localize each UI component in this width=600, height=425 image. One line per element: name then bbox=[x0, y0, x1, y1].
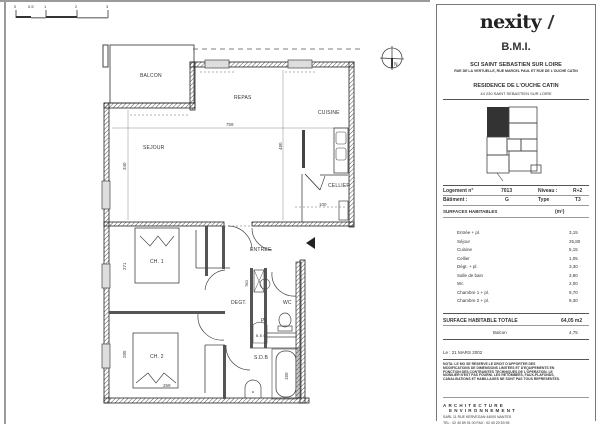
dimension-tbd: TBD bbox=[245, 280, 249, 287]
page-edge bbox=[4, 0, 6, 424]
sci-name: SCI SAINT SEBASTIEN SUR LOIRE bbox=[470, 62, 562, 68]
residence-address: 44 230 SAINT SEBASTIEN SUR LOIRE bbox=[480, 91, 552, 96]
room-label-cuisine: CUISINE bbox=[318, 110, 340, 116]
dimension-repas-height: 480 bbox=[278, 142, 283, 150]
room-label-repas: REPAS bbox=[234, 95, 252, 101]
plan-drawing bbox=[101, 44, 360, 404]
surfaces-title: SURFACES HABITABLES bbox=[443, 209, 498, 214]
room-label-sdb: S.D.B bbox=[254, 355, 269, 361]
divider bbox=[443, 217, 589, 218]
room-label-degt: DEGT. bbox=[231, 300, 247, 306]
nexity-logo: nexity bbox=[437, 11, 595, 33]
balcon-label: Balcon bbox=[493, 330, 507, 335]
floor-plan: 0 0.5 1 2 3 bbox=[14, 4, 404, 404]
batiment-label: Bâtiment : bbox=[443, 197, 468, 203]
room-area-row: Chambre 2 + pl.9,30 bbox=[457, 298, 578, 303]
divider bbox=[443, 185, 589, 186]
batiment-value: G bbox=[505, 197, 509, 203]
scale-tick: 1 bbox=[44, 4, 47, 9]
sci-address: RUE DE LA VERTUELLE, RUE MARCEL PAUL ET … bbox=[454, 69, 578, 73]
dimension-bath-length: 160 bbox=[284, 372, 289, 380]
room-area-row: Chambre 1 + pl.9,70 bbox=[457, 289, 578, 295]
compass-label: N bbox=[394, 62, 398, 68]
scale-tick: 0.5 bbox=[28, 4, 34, 9]
room-area-row: Entrée + pl.3,15 bbox=[457, 230, 578, 235]
dimension-ch2-width: 259 bbox=[163, 383, 171, 388]
type-label: Type bbox=[538, 197, 550, 203]
room-label-sejour: SEJOUR bbox=[143, 145, 165, 151]
logement-label: Logement n° bbox=[443, 188, 474, 194]
residence-name: RESIDENCE DE L'OUCHE CATIN bbox=[473, 83, 559, 89]
niveau-label: Niveau : bbox=[538, 188, 558, 194]
scale-bar-graphic bbox=[15, 10, 109, 19]
scale-tick: 3 bbox=[106, 4, 109, 9]
total-value: 64,05 m2 bbox=[561, 318, 583, 324]
room-area-row: Dégt. + pl.3,30 bbox=[457, 264, 578, 269]
divider bbox=[443, 99, 589, 100]
unit-info: Logement n° 7013 Niveau : R+2 Bâtiment :… bbox=[443, 187, 589, 205]
total-label: SURFACE HABITABLE TOTALE bbox=[443, 318, 518, 324]
scale-tick: 2 bbox=[75, 4, 78, 9]
divider bbox=[443, 195, 589, 196]
divider bbox=[443, 339, 589, 340]
entrance-arrow-icon bbox=[306, 237, 315, 249]
divider bbox=[443, 397, 589, 398]
niveau-value: R+2 bbox=[573, 188, 583, 194]
dimension-sejour-width: 759 bbox=[226, 122, 234, 127]
architect-name-line1: ARCHITECTURE bbox=[443, 403, 505, 408]
checkmark-icon bbox=[539, 15, 555, 29]
company-name: B.M.I. bbox=[501, 41, 531, 53]
balcon-value: 4,75 bbox=[569, 330, 578, 335]
room-label-wc: WC bbox=[283, 300, 292, 306]
legal-note: NOTA: LE MO SE RESERVE LE DROIT D'APPORT… bbox=[443, 362, 560, 382]
date: Le : 21 MARS 2002 bbox=[443, 350, 483, 355]
room-label-pl: PL bbox=[261, 318, 268, 324]
dimension-sejour-height: 340 bbox=[122, 162, 127, 170]
page-edge bbox=[0, 0, 430, 2]
room-label-entree: ENTREE bbox=[250, 247, 272, 253]
logement-value: 7013 bbox=[501, 188, 513, 194]
type-value: T3 bbox=[575, 197, 581, 203]
dimension-ch1-height: 271 bbox=[122, 262, 127, 270]
architect-phone: TEL : 02 40 89 91 00 FAX : 02 40 20 53 9… bbox=[443, 421, 510, 425]
logo-text: nexity bbox=[479, 11, 542, 33]
room-label-ch2: CH. 2 bbox=[150, 354, 164, 360]
divider bbox=[443, 359, 589, 360]
architect-address: SARL 11 RUE KERVEGAN 44000 NANTES bbox=[443, 415, 512, 419]
room-label-ch1: CH. 1 bbox=[150, 259, 164, 265]
room-label-cellier: CELLIER bbox=[328, 183, 351, 189]
scale-tick: 0 bbox=[14, 4, 17, 9]
divider bbox=[443, 325, 589, 326]
scale-bar: 0 0.5 1 2 3 bbox=[14, 4, 114, 20]
room-label-bec: B.E.C bbox=[256, 334, 267, 338]
room-label-balcon: BALCON bbox=[140, 73, 162, 79]
dimension-ch2-height: 285 bbox=[122, 350, 127, 358]
title-block: nexity B.M.I. SCI SAINT SEBASTIEN SUR LO… bbox=[436, 4, 596, 425]
dimension-cellier-width: 100 bbox=[319, 202, 327, 207]
architect-name-line2: ENVIRONNEMENT bbox=[449, 408, 518, 413]
surfaces-unit: (m²) bbox=[555, 209, 565, 215]
divider bbox=[443, 205, 589, 206]
divider bbox=[443, 313, 589, 314]
north-compass-icon bbox=[380, 46, 404, 70]
key-plan bbox=[486, 106, 542, 181]
